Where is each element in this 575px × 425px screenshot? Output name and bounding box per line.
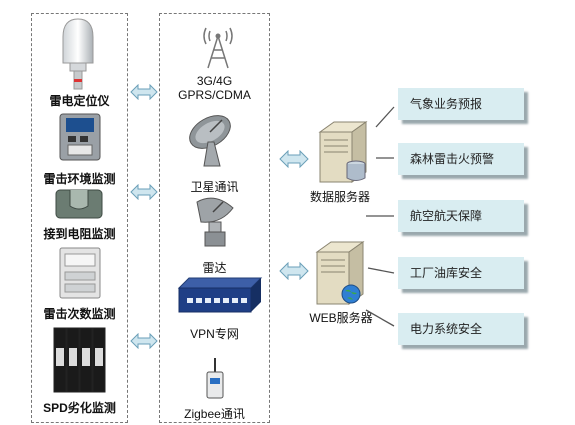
connector-lines	[365, 106, 395, 327]
spd-monitor-icon	[53, 327, 106, 393]
device-label-resistance-monitor: 接到电阻监测	[43, 227, 116, 241]
web-server-icon	[315, 241, 365, 305]
cell-tower-icon	[203, 27, 233, 69]
comm-label-vpn: VPN专网	[190, 327, 239, 341]
web-server-label: WEB服务器	[309, 311, 373, 325]
device-label-lightning-locator: 雷电定位仪	[49, 94, 110, 108]
service-weather-forecast: 气象业务预报	[398, 88, 524, 120]
comm-label-cellular-line1: 3G/4G	[196, 74, 233, 88]
service-factory-oil-safety: 工厂油库安全	[398, 257, 524, 289]
service-forest-fire-warning: 森林雷击火预警	[398, 143, 524, 175]
device-label-strike-counter: 雷击次数监测	[43, 307, 116, 321]
service-aerospace-support: 航空航天保障	[398, 200, 524, 232]
double-arrow-icon	[130, 333, 158, 349]
strike-counter-icon	[59, 247, 101, 299]
environment-monitor-icon	[59, 113, 101, 161]
service-power-system-safety: 电力系统安全	[398, 313, 524, 345]
zigbee-module-icon	[206, 358, 224, 399]
radar-icon	[196, 197, 234, 247]
comm-label-satellite: 卫星通讯	[190, 180, 239, 194]
lightning-locator-icon	[62, 18, 94, 90]
double-arrow-icon	[130, 184, 158, 200]
data-server-icon	[318, 121, 368, 183]
double-arrow-icon	[130, 84, 158, 100]
device-label-environment-monitor: 雷击环境监测	[43, 172, 116, 186]
satellite-dish-icon	[189, 115, 231, 167]
comm-label-zigbee: Zigbee通讯	[184, 407, 245, 421]
comm-label-cellular-line2: GPRS/CDMA	[178, 88, 251, 102]
comm-label-radar: 雷达	[202, 261, 227, 275]
double-arrow-icon	[279, 150, 309, 168]
communication-panel	[159, 13, 270, 423]
device-panel	[31, 13, 128, 423]
vpn-router-icon	[177, 277, 263, 313]
double-arrow-icon	[279, 262, 309, 280]
resistance-monitor-icon	[55, 189, 103, 219]
data-server-label: 数据服务器	[309, 190, 370, 204]
device-label-spd-monitor: SPD劣化监测	[43, 401, 116, 415]
